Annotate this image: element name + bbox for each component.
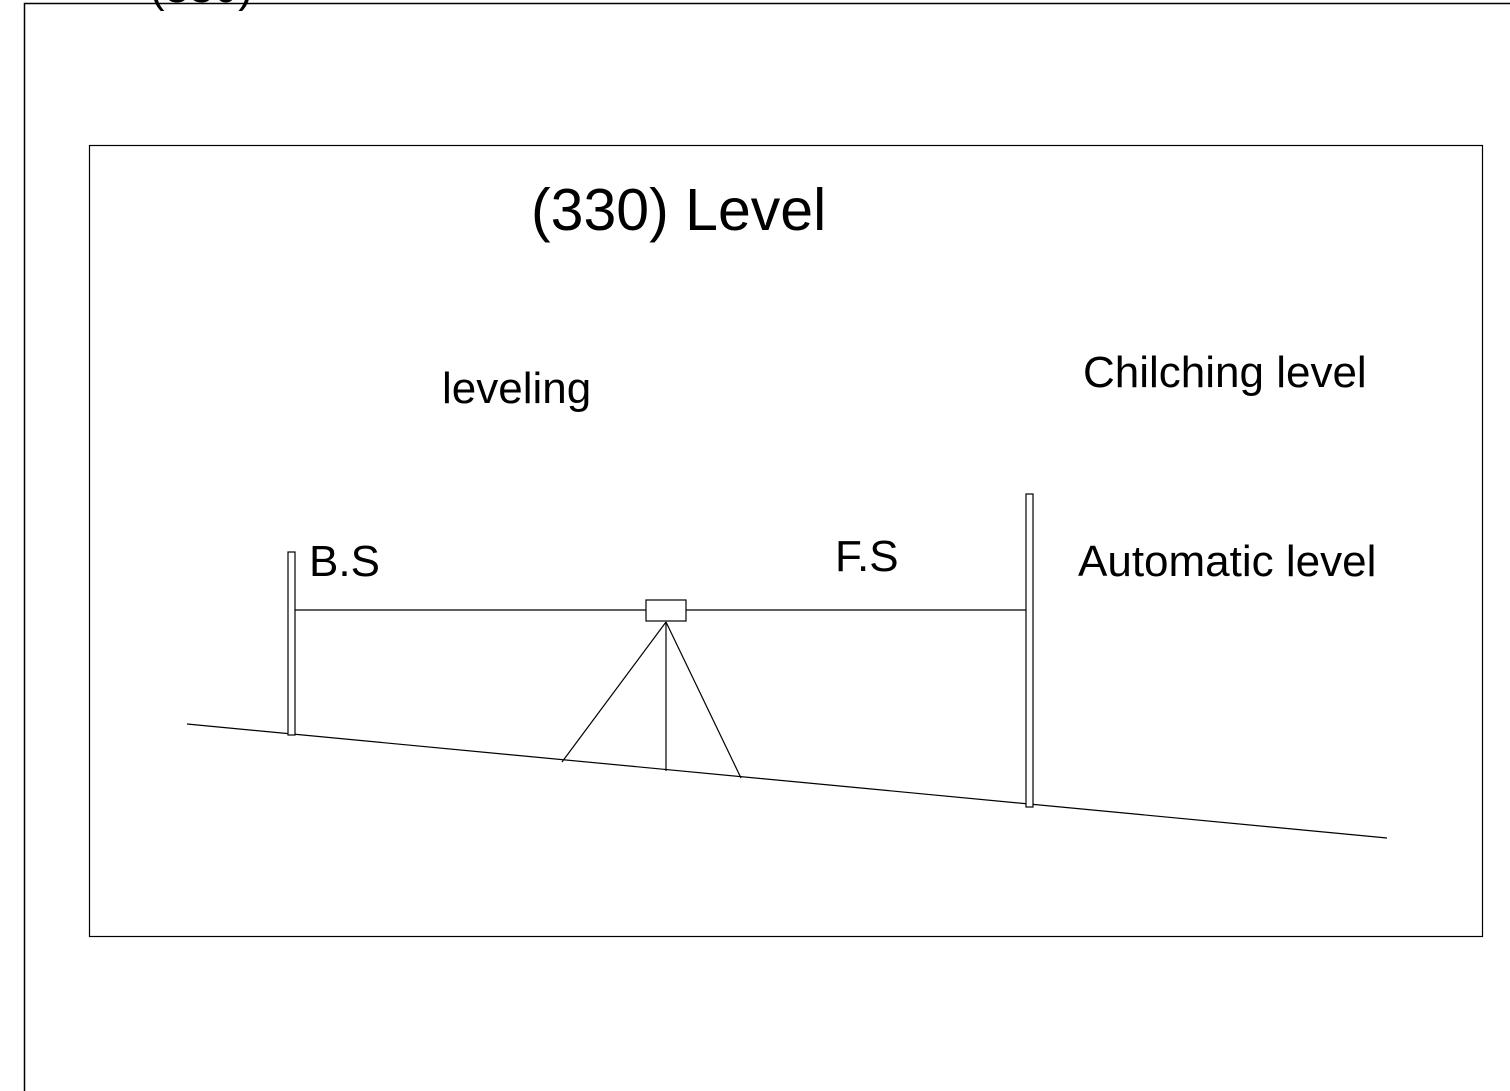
label-automatic-level: Automatic level [1078,537,1376,586]
ground-line [186,723,1388,839]
diagram-title: (330) Level [531,177,826,243]
label-foresight: F.S [835,532,899,581]
tripod-leg-left [561,621,667,763]
backsight-staff [287,551,296,736]
top-cut-text: (330) [150,0,253,12]
label-chilching-level: Chilching level [1083,348,1367,397]
outer-frame [23,2,1510,1091]
inner-frame [88,144,1484,938]
level-instrument-icon [645,599,687,622]
label-backsight: B.S [309,537,380,586]
foresight-staff [1025,493,1034,808]
label-leveling: leveling [442,364,591,413]
tripod-leg-right [665,621,742,779]
